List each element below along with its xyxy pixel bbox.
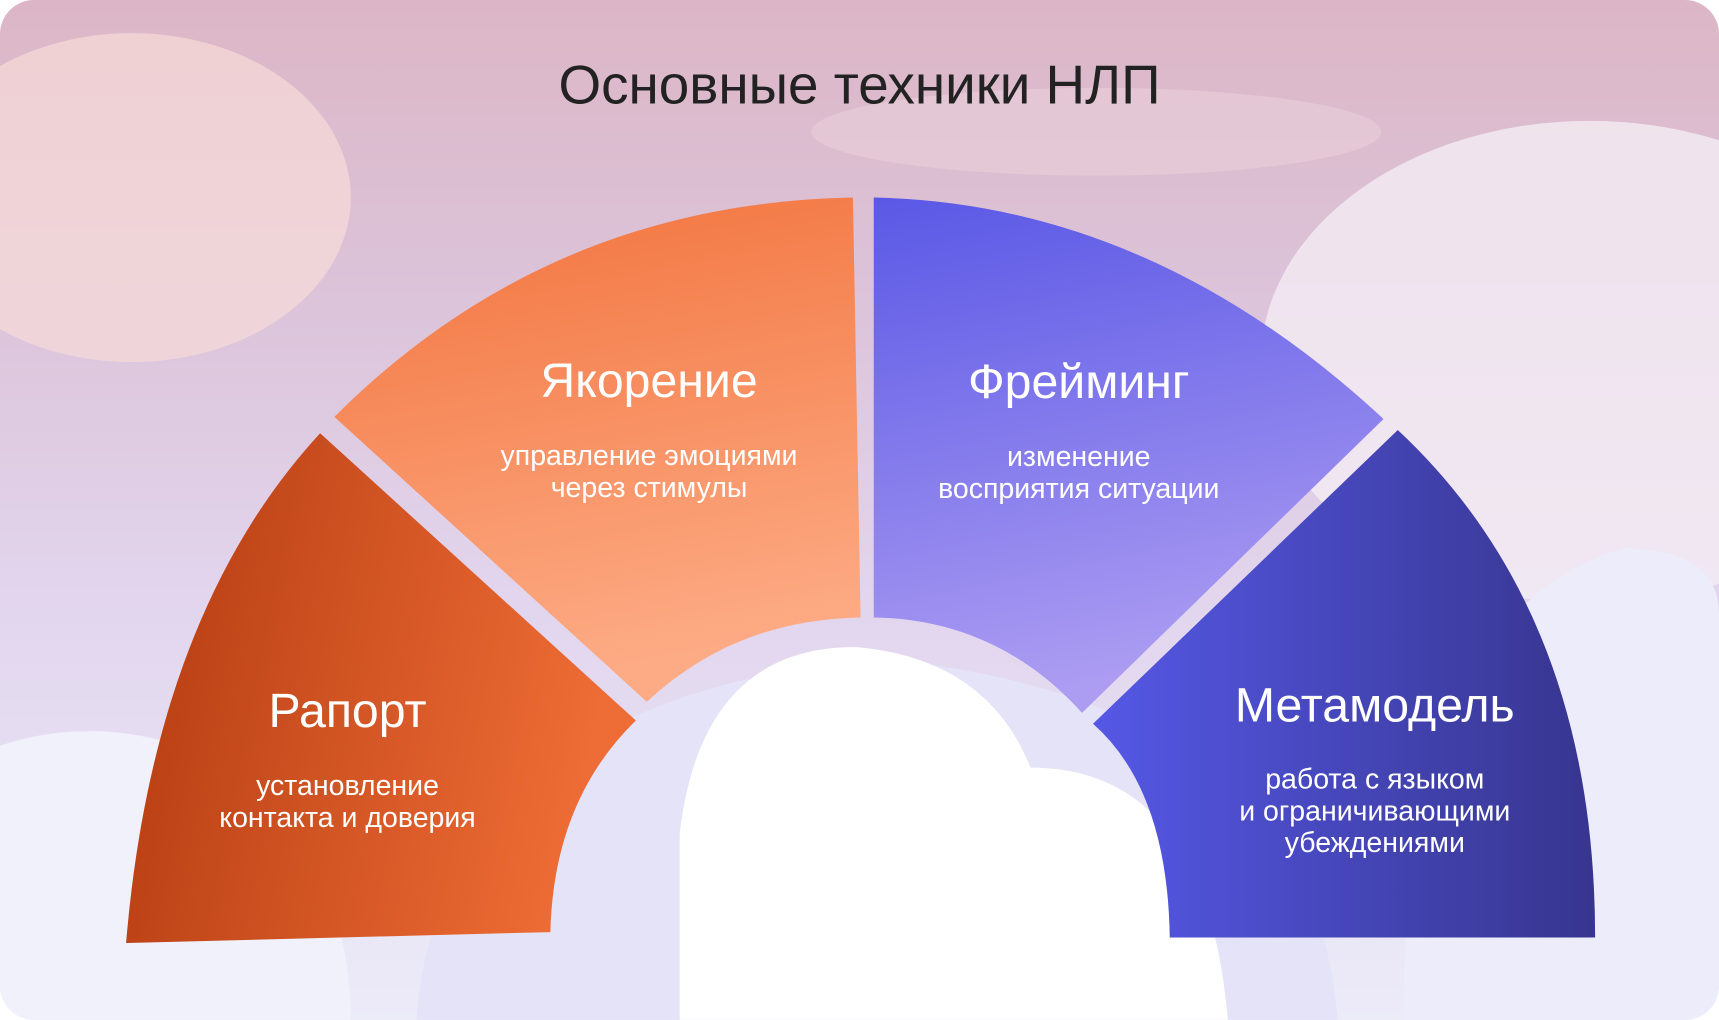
segment-desc: установление [256,770,439,802]
diagram-title: Основные техники НЛП [559,53,1161,115]
segment-title: Фрейминг [968,355,1190,409]
segment-desc: изменение [1007,441,1151,473]
framing-label: Фрейминг изменение восприятия ситуации [938,355,1219,505]
segment-desc: работа с языком [1265,763,1484,795]
segment-metamodel [1093,429,1596,938]
segment-title: Метамодель [1235,679,1515,733]
segment-desc: управление эмоциями [501,440,798,472]
segment-desc: через стимулы [551,472,748,504]
segment-rapport [126,433,636,944]
segment-anchoring [334,197,861,702]
segment-framing [873,197,1384,713]
anchoring-label: Якорение управление эмоциями через стиму… [501,354,798,504]
segment-desc: контакта и доверия [219,802,475,834]
segment-title: Рапорт [268,684,426,738]
rapport-label: Рапорт установление контакта и доверия [219,684,475,834]
segment-desc: убеждениями [1285,827,1465,859]
segment-desc: и ограничивающими [1239,795,1510,827]
metamodel-label: Метамодель работа с языком и ограничиваю… [1235,679,1515,859]
segment-desc: восприятия ситуации [938,473,1219,505]
segment-title: Якорение [540,354,757,408]
